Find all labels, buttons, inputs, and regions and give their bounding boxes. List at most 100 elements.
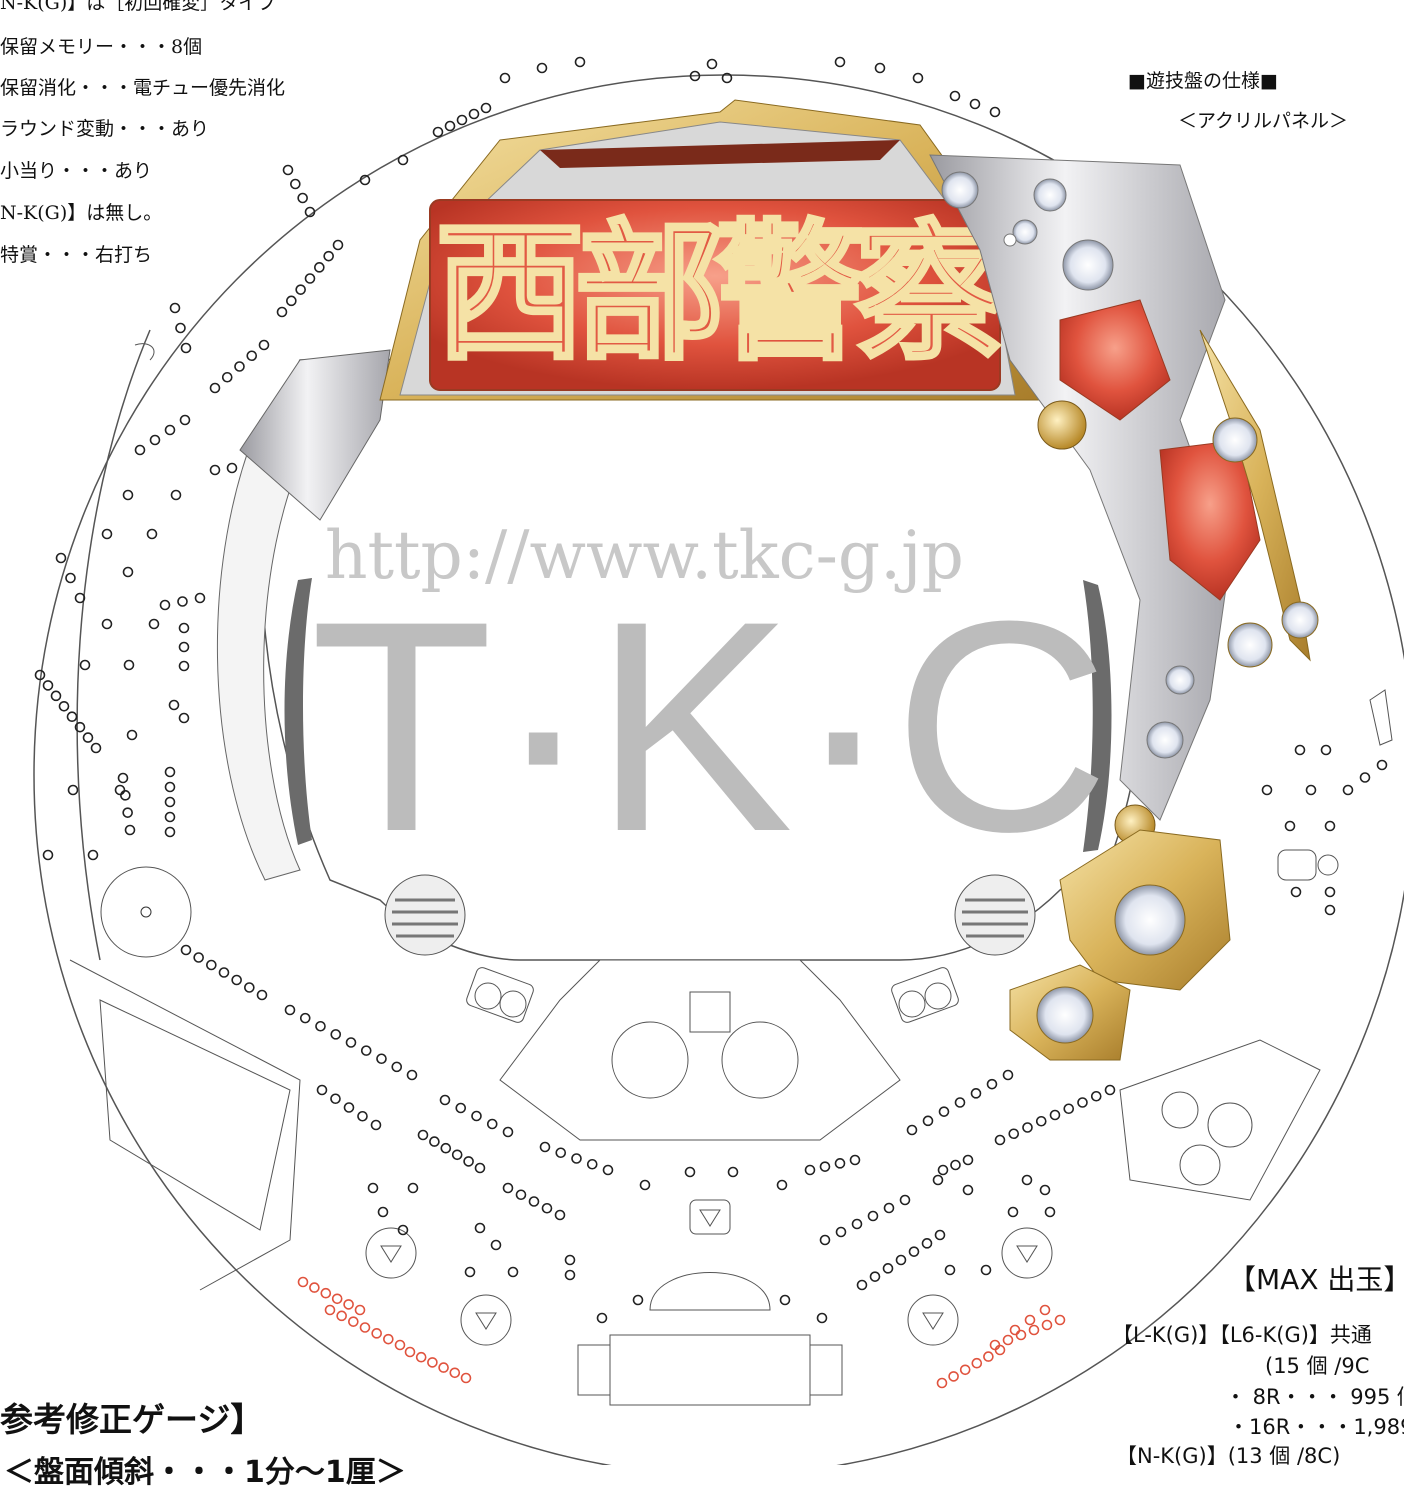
nail <box>856 1279 868 1291</box>
nail <box>101 618 113 630</box>
nail <box>1376 759 1388 771</box>
nail <box>407 1182 419 1194</box>
nail <box>541 1202 553 1214</box>
right-rail <box>1369 689 1393 746</box>
nail <box>231 974 242 986</box>
nail <box>90 742 102 754</box>
nail <box>486 1118 498 1130</box>
nail <box>87 849 99 861</box>
nail <box>79 659 91 671</box>
nail <box>397 1224 409 1236</box>
nail <box>1324 820 1336 832</box>
spec-line: 小当り・・・あり <box>0 160 153 182</box>
nail <box>394 1339 406 1351</box>
nail <box>67 784 79 796</box>
nail <box>234 361 245 372</box>
nail <box>284 1004 296 1016</box>
nail <box>944 1264 956 1276</box>
nail <box>397 154 409 166</box>
nail <box>276 306 288 318</box>
nail <box>309 1282 320 1293</box>
nail <box>1028 1324 1040 1336</box>
nail <box>1039 1184 1051 1196</box>
nail <box>417 1129 429 1141</box>
nail <box>359 1322 371 1333</box>
nail <box>571 1153 582 1164</box>
nail <box>536 62 548 74</box>
nail <box>193 952 204 963</box>
nail <box>474 1162 486 1174</box>
nail <box>480 102 492 114</box>
title-logo-block: 西部警察 <box>379 99 1041 401</box>
max-payout-line: (15 個 /9C <box>1265 1354 1370 1378</box>
nail <box>502 1182 514 1194</box>
nail <box>343 1299 354 1310</box>
nail <box>883 1202 895 1214</box>
nail <box>507 1266 519 1278</box>
brass-bolt <box>1037 400 1087 450</box>
nail <box>1305 784 1317 796</box>
nail <box>330 1093 341 1105</box>
nail <box>867 1210 879 1222</box>
nail <box>869 1271 881 1282</box>
nail <box>851 1218 863 1230</box>
nail <box>934 1229 946 1241</box>
nail <box>122 807 133 818</box>
nail <box>126 729 138 741</box>
spec-line: N-K(G)】は［初回確変］タイプ <box>0 0 277 14</box>
nail <box>256 989 268 1001</box>
nail <box>406 1069 418 1081</box>
nail <box>206 959 217 971</box>
nail <box>336 1310 347 1322</box>
nail <box>906 1124 918 1136</box>
nail <box>912 72 924 84</box>
nail <box>908 1246 920 1257</box>
nail <box>357 1110 368 1122</box>
nail <box>586 1158 598 1170</box>
nail <box>835 1226 847 1238</box>
left-grille <box>384 874 466 956</box>
nail <box>1054 1314 1066 1326</box>
nail <box>449 1367 461 1379</box>
nail <box>1039 1304 1051 1316</box>
nail <box>58 700 70 712</box>
nail <box>246 350 258 362</box>
nail <box>1021 1174 1033 1186</box>
nail <box>66 711 78 723</box>
nail <box>983 1351 994 1362</box>
nail <box>371 1328 382 1339</box>
nail <box>539 1141 551 1153</box>
nail <box>194 592 206 604</box>
nail <box>1009 1324 1021 1336</box>
nail <box>101 528 113 540</box>
max-payout-line: ・16R・・・1,989 個 <box>1228 1415 1404 1439</box>
board-spec-title: ■遊技盤の仕様■ <box>1128 70 1278 92</box>
nail <box>1342 784 1354 796</box>
lower-left-lane <box>69 959 301 1291</box>
nail <box>1290 886 1302 898</box>
nail <box>221 371 233 383</box>
nail <box>164 424 176 436</box>
nail <box>1015 1329 1027 1341</box>
nail <box>706 58 718 70</box>
nail <box>244 982 255 993</box>
nail <box>849 1154 861 1166</box>
nail <box>370 1119 382 1131</box>
nail <box>180 944 192 956</box>
nail <box>564 1254 576 1266</box>
nail <box>149 434 161 446</box>
nail <box>159 599 171 611</box>
nail <box>1044 1206 1056 1218</box>
nail <box>962 1154 974 1166</box>
lcd-left-edge <box>284 578 312 845</box>
nail <box>1324 904 1336 916</box>
nail <box>429 1136 440 1147</box>
nail <box>639 1179 651 1191</box>
nail <box>727 1166 739 1178</box>
nail <box>1261 784 1273 796</box>
nail <box>574 56 586 68</box>
nail <box>123 659 135 671</box>
nail <box>383 1333 394 1345</box>
nail <box>74 592 86 604</box>
